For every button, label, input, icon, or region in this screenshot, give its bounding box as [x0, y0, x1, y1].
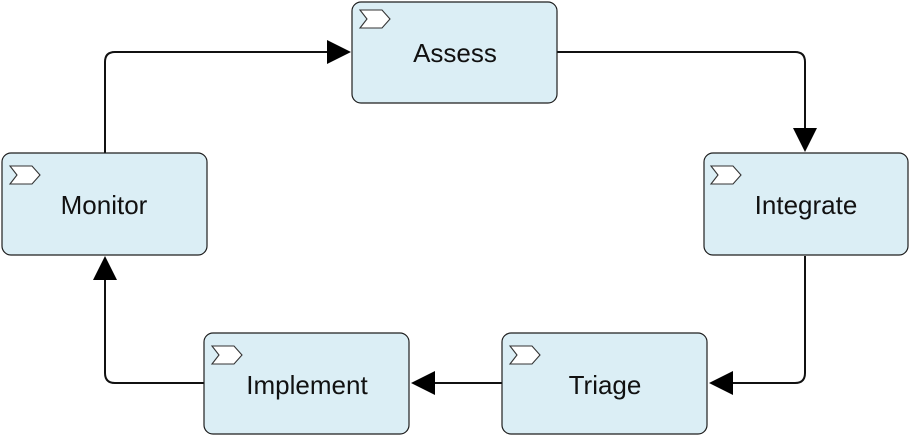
node-assess-label: Assess	[413, 38, 497, 68]
node-implement-box	[203, 332, 410, 435]
node-implement-label: Implement	[246, 370, 368, 400]
edge-assess-to-integrate	[557, 51, 806, 130]
arrowhead-into-implement	[411, 371, 435, 395]
process-chevron-icon	[210, 345, 243, 365]
process-chevron-icon	[709, 165, 742, 185]
arrowhead-into-assess	[327, 40, 351, 64]
node-integrate-box	[703, 152, 909, 256]
node-assess-box	[351, 1, 558, 104]
arrowhead-into-integrate	[793, 128, 817, 152]
node-implement[interactable]: Implement	[203, 332, 410, 435]
arrowhead-into-monitor	[93, 256, 117, 280]
process-chevron-icon	[508, 345, 541, 365]
node-triage[interactable]: Triage	[501, 332, 708, 435]
node-monitor-label: Monitor	[61, 190, 148, 220]
process-chevron-icon	[8, 165, 41, 185]
edge-integrate-to-triage	[730, 256, 806, 384]
node-monitor[interactable]: Monitor	[1, 152, 208, 256]
node-triage-label: Triage	[569, 370, 642, 400]
edge-monitor-to-assess	[104, 51, 330, 153]
node-triage-box	[501, 332, 708, 435]
node-integrate[interactable]: Integrate	[703, 152, 909, 256]
edge-implement-to-monitor	[104, 280, 204, 384]
node-monitor-box	[1, 152, 208, 256]
arrowhead-into-triage	[709, 371, 733, 395]
connectors	[93, 40, 817, 395]
process-chevron-icon	[358, 9, 391, 29]
node-assess[interactable]: Assess	[351, 1, 558, 104]
node-integrate-label: Integrate	[755, 190, 858, 220]
